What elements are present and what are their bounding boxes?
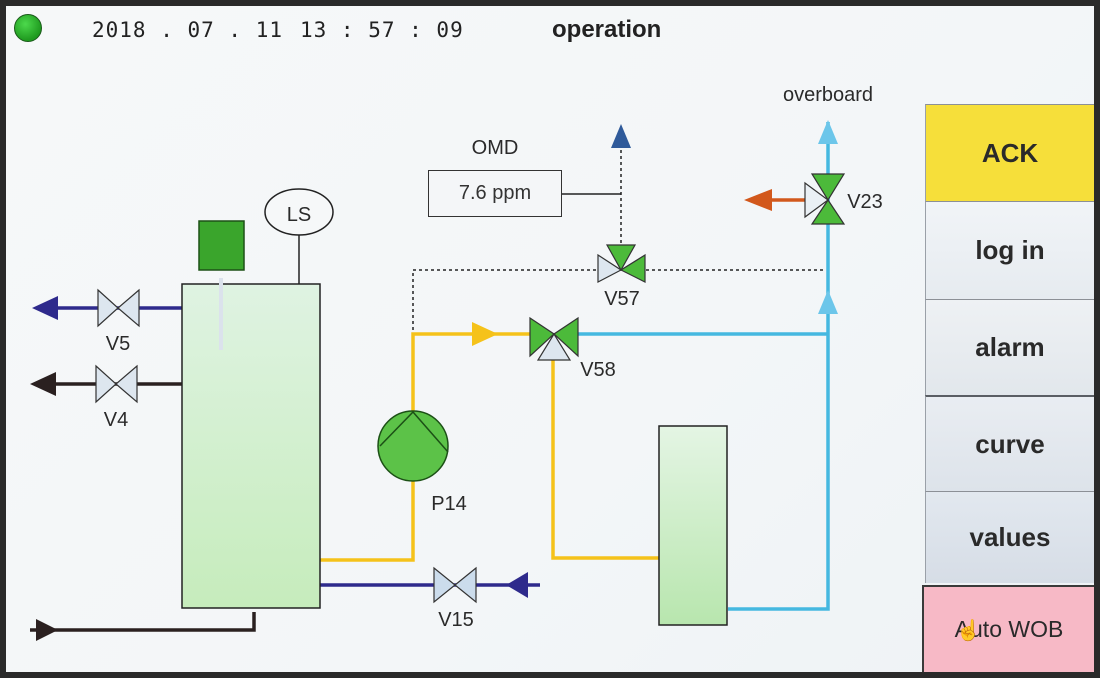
auto-wob-button[interactable]: Auto WOB — [922, 585, 1094, 672]
valve-label: V4 — [104, 409, 128, 431]
arrow-left-icon — [30, 372, 56, 396]
valve-label: V23 — [847, 191, 883, 213]
omd-label: OMD — [472, 137, 519, 159]
drain-line — [30, 612, 256, 641]
login-button[interactable]: log in — [925, 201, 1094, 299]
process-diagram: LS P14 V5 V4 — [30, 84, 883, 641]
valve-label: V15 — [438, 609, 474, 631]
orange-line — [744, 189, 805, 211]
yellow-line — [320, 322, 660, 562]
page-title: operation — [552, 16, 662, 43]
arrow-left-icon — [32, 296, 58, 320]
valve-label: V57 — [604, 288, 640, 310]
overboard-label: overboard — [783, 84, 873, 106]
curve-button[interactable]: curve — [925, 395, 1094, 491]
omd-value-display: 7.6 ppm — [428, 170, 562, 217]
values-button[interactable]: values — [925, 491, 1094, 583]
level-switch[interactable]: LS — [264, 188, 334, 284]
valve-v58[interactable]: V58 — [529, 316, 616, 381]
pump-p14[interactable]: P14 — [377, 410, 467, 515]
arrow-up-icon — [818, 290, 838, 314]
valve-v5[interactable]: V5 — [97, 288, 140, 355]
arrow-up-icon — [818, 120, 838, 144]
separator-tank[interactable] — [181, 278, 321, 609]
valve-v15[interactable]: V15 — [433, 566, 477, 631]
arrow-left-icon — [744, 189, 772, 211]
hmi-screen: 2018 . 07 . 11 13 : 57 : 09 operation — [6, 6, 1094, 672]
valve-v4[interactable]: V4 — [95, 364, 138, 431]
arrow-left-icon — [506, 572, 528, 598]
valve-v23[interactable]: V23 — [804, 173, 883, 225]
ack-button[interactable]: ACK — [925, 104, 1094, 201]
cyan-line — [578, 120, 838, 611]
signal-lines — [412, 150, 826, 330]
alarm-button[interactable]: alarm — [925, 299, 1094, 395]
arrow-right-icon — [36, 619, 58, 641]
filter-tank[interactable] — [658, 425, 728, 626]
status-led-icon — [14, 14, 42, 42]
level-switch-label: LS — [287, 204, 311, 226]
line-v15 — [320, 572, 540, 598]
valve-label: V5 — [106, 333, 130, 355]
pump-label: P14 — [431, 493, 467, 515]
valve-label: V58 — [580, 359, 616, 381]
side-menu: ACK log in alarm curve values Auto WOB — [922, 104, 1094, 672]
arrow-up-icon — [611, 124, 631, 148]
level-indicator — [198, 220, 245, 271]
hand-cursor-icon: ☝ — [956, 620, 981, 642]
time-display: 13 : 57 : 09 — [300, 18, 464, 42]
valve-v57[interactable]: V57 — [597, 244, 646, 310]
arrow-right-icon — [472, 322, 498, 346]
date-display: 2018 . 07 . 11 — [92, 18, 284, 42]
